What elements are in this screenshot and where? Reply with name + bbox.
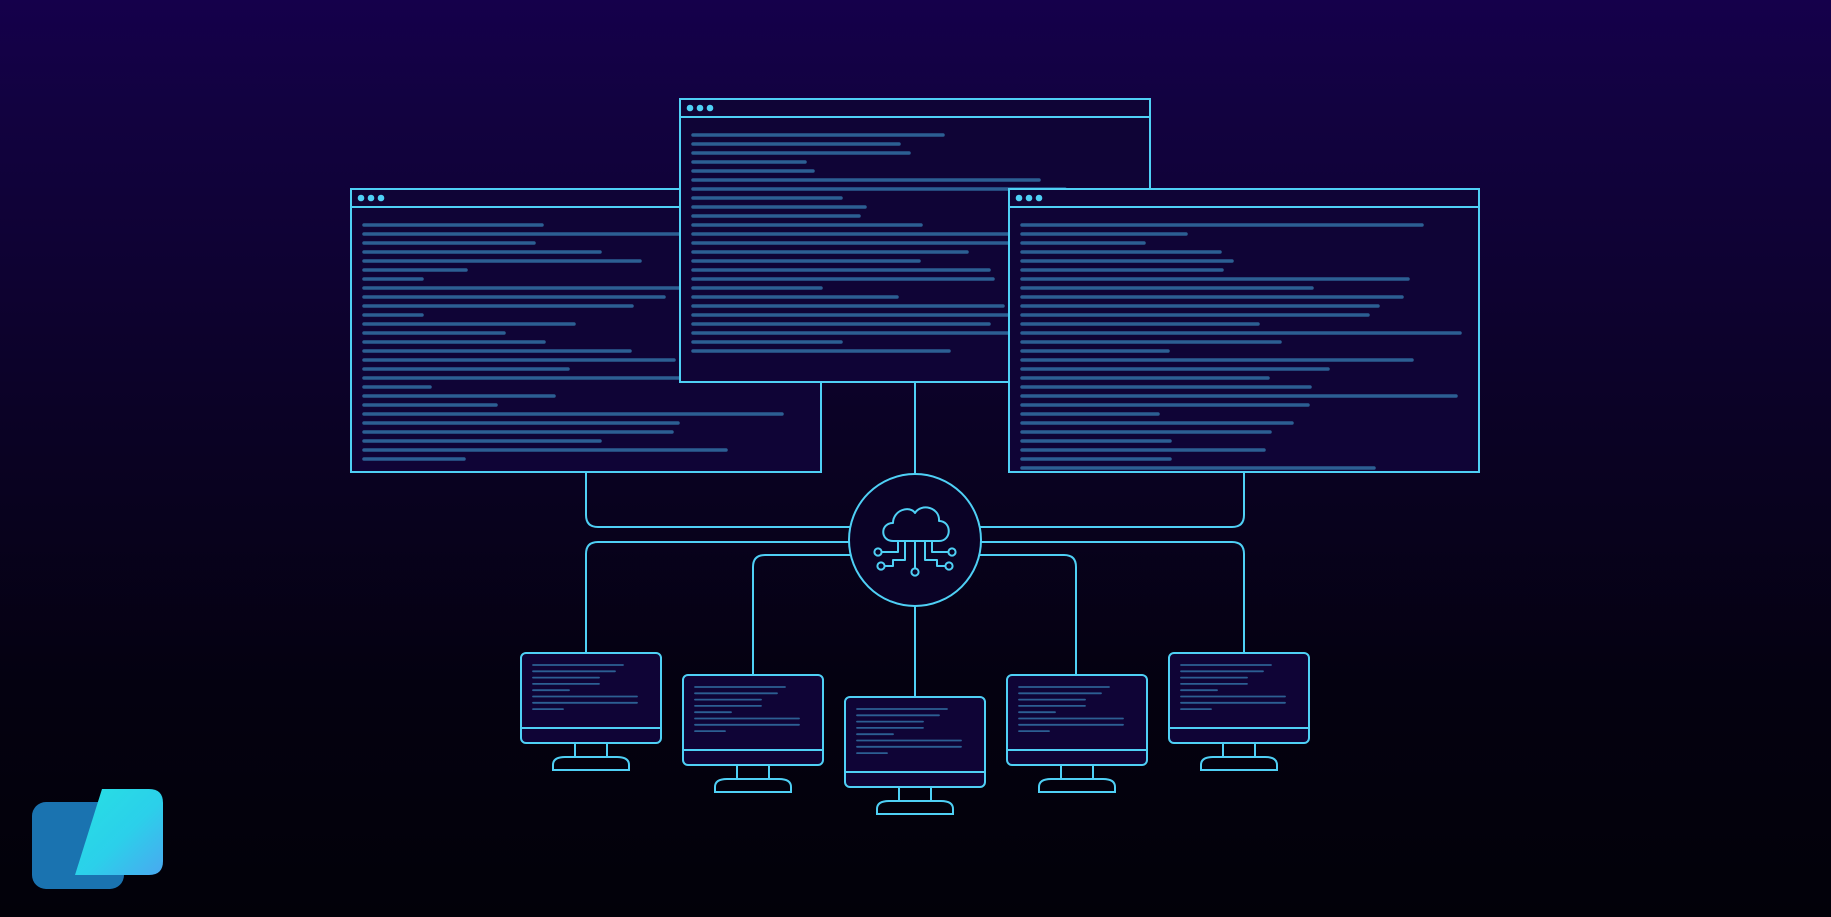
connector-line [980, 473, 1245, 528]
three-dot-window-controls-icon [357, 194, 385, 202]
desktop-monitor-icon [520, 652, 662, 771]
monitor-frame [520, 652, 662, 744]
server-window-right [1008, 188, 1480, 473]
desktop-monitor-icon [1168, 652, 1310, 771]
window-control-dot [1035, 194, 1043, 202]
monitor-frame [1168, 652, 1310, 744]
client-monitors [520, 652, 1310, 815]
cloud-network-hub [848, 473, 982, 607]
monitor-base [552, 756, 630, 771]
window-control-dot [696, 104, 704, 112]
monitor-base [1038, 778, 1116, 793]
monitor-frame [1006, 674, 1148, 766]
desktop-monitor-icon [844, 696, 986, 815]
monitor-base [876, 800, 954, 815]
desktop-monitor-icon [1006, 674, 1148, 793]
cloud-network-icon [873, 506, 957, 577]
monitor-base [714, 778, 792, 793]
connector-lines [585, 383, 1245, 697]
window-control-dot [357, 194, 365, 202]
window-control-dot [706, 104, 714, 112]
window-control-dot [1025, 194, 1033, 202]
monitor-frame [844, 696, 986, 788]
window-control-dot [1015, 194, 1023, 202]
window-control-dot [367, 194, 375, 202]
logo-front-panel [75, 789, 163, 875]
brand-logo-icon [32, 789, 163, 889]
connector-line [752, 554, 855, 675]
three-dot-window-controls-icon [1015, 194, 1043, 202]
connector-line [585, 473, 850, 528]
desktop-monitor-icon [682, 674, 824, 793]
connector-line [980, 541, 1245, 653]
three-dot-window-controls-icon [686, 104, 714, 112]
window-frame [1008, 188, 1480, 473]
window-control-dot [686, 104, 694, 112]
monitor-frame [682, 674, 824, 766]
monitor-base [1200, 756, 1278, 771]
window-control-dot [377, 194, 385, 202]
connector-line [975, 554, 1077, 675]
connector-line [585, 541, 850, 653]
